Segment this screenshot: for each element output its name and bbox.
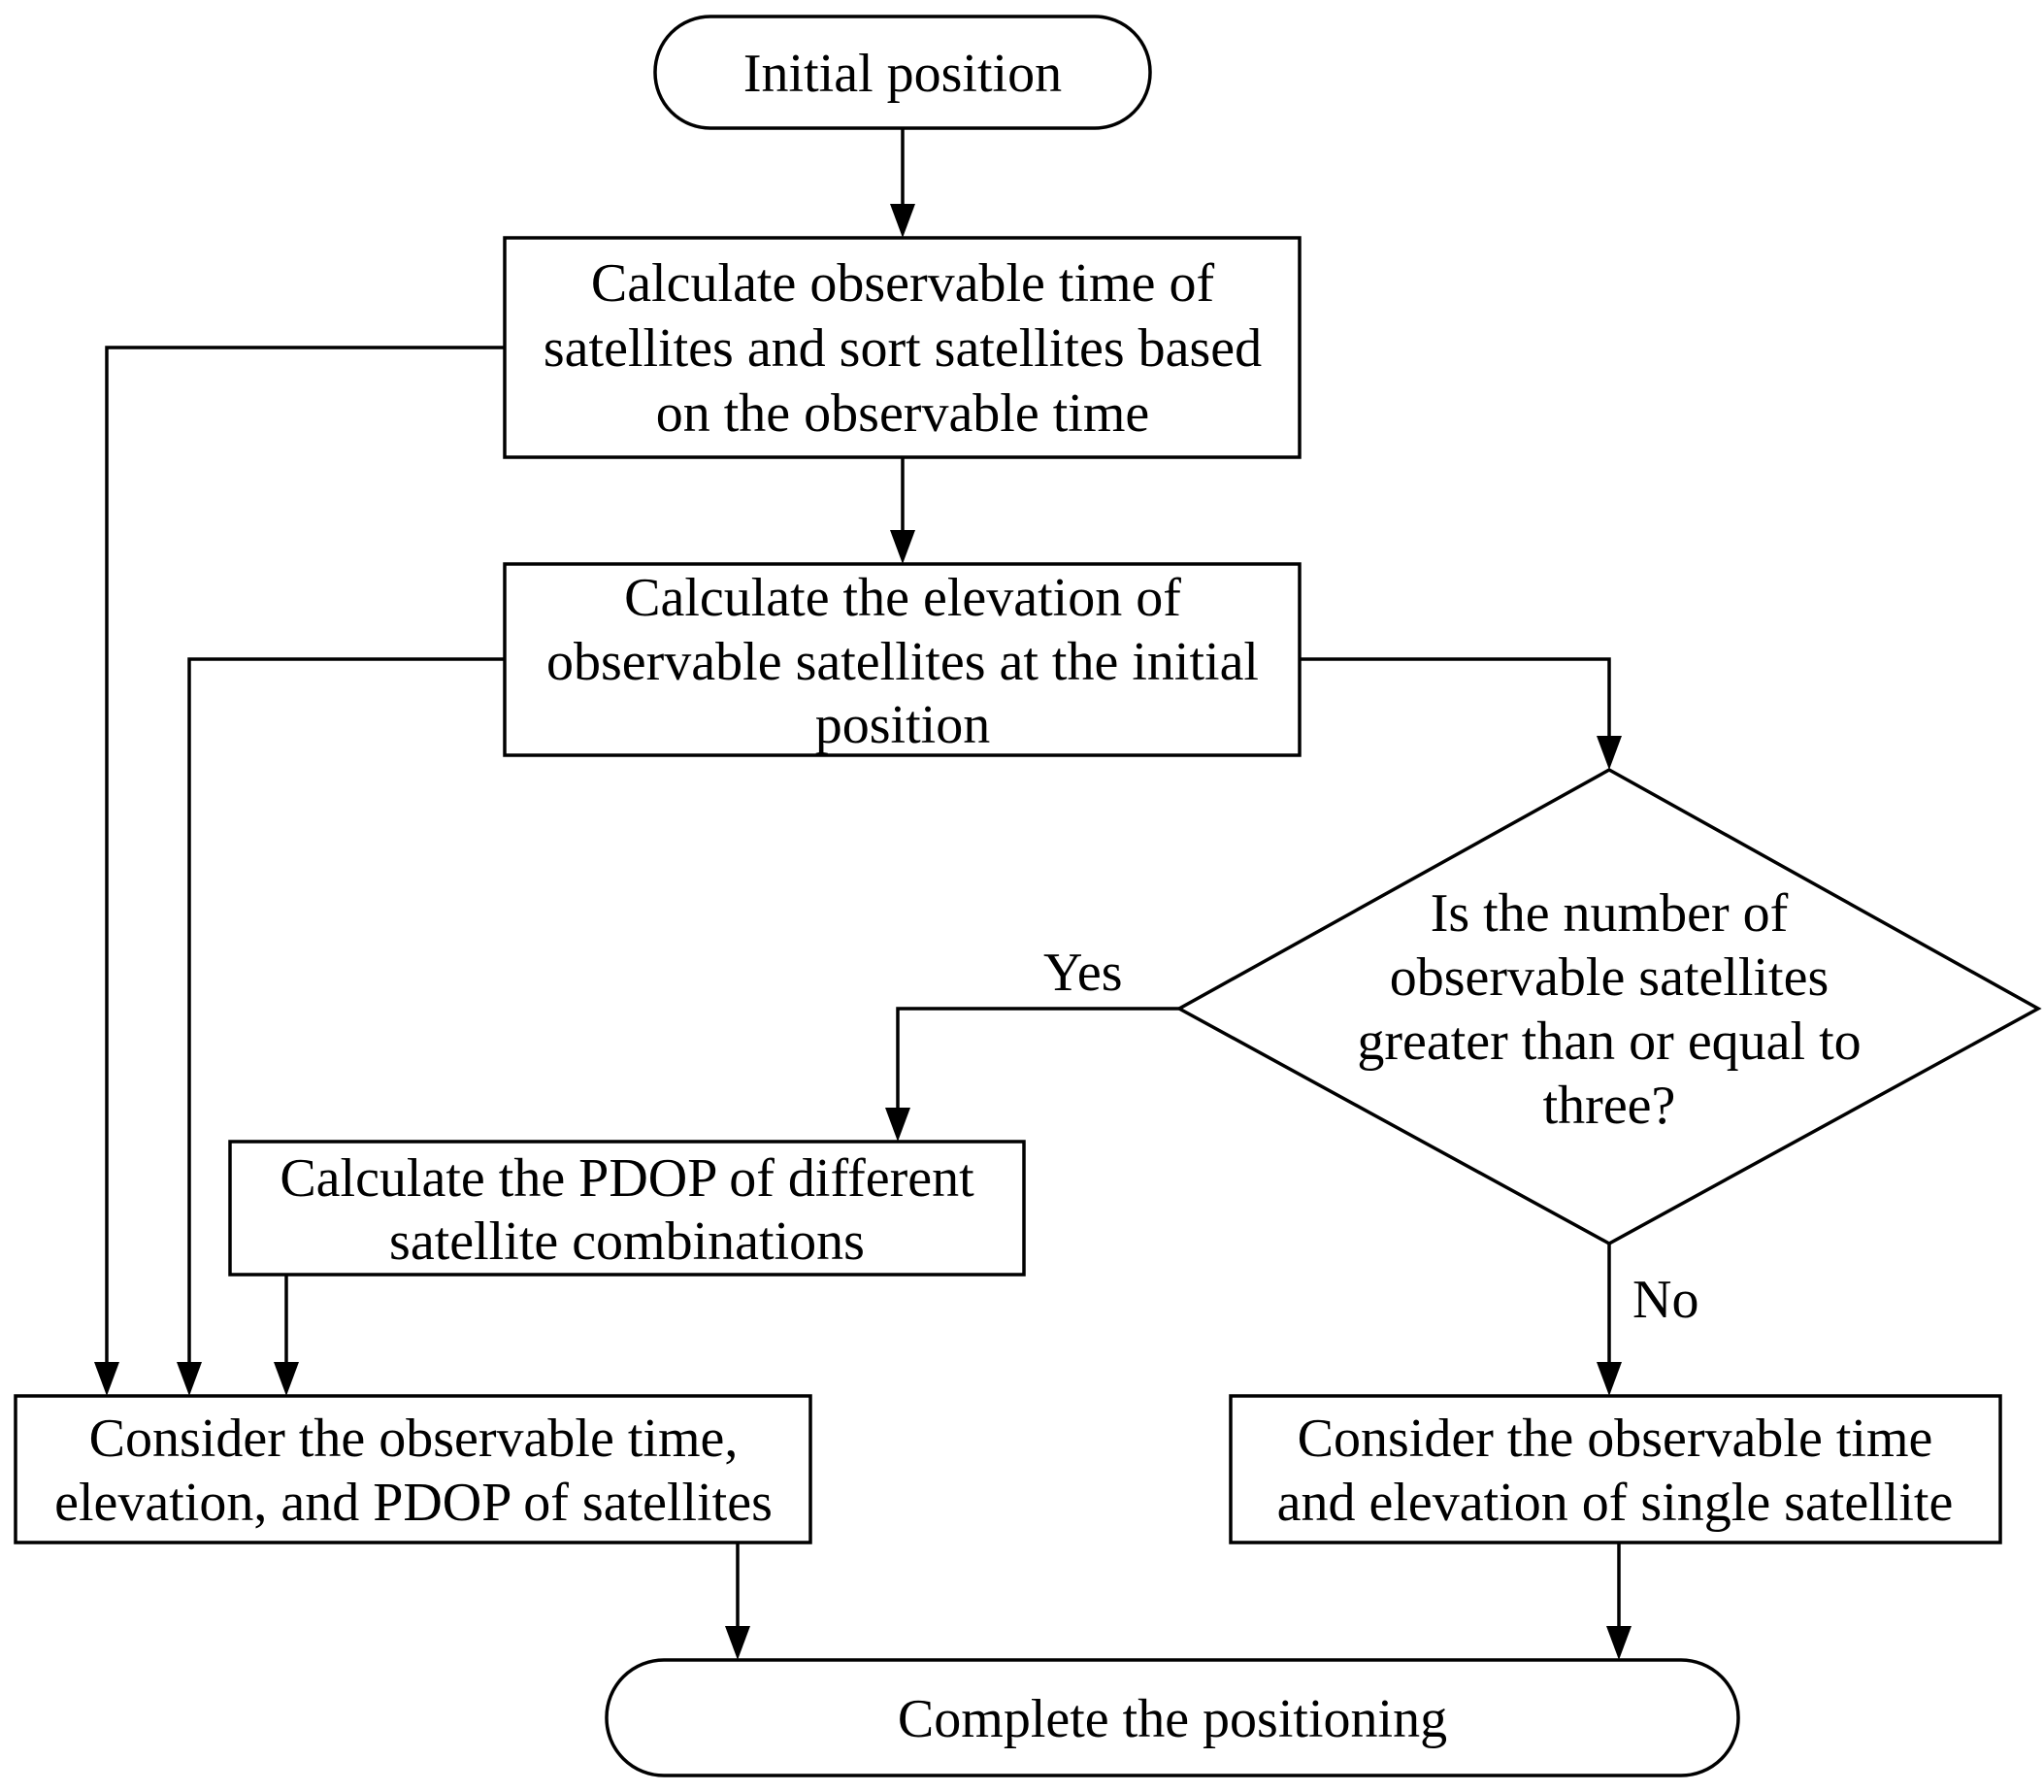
observable-time-line-1: Calculate observable time of (591, 253, 1215, 314)
connectors (94, 128, 1632, 1660)
arrowhead (890, 204, 915, 238)
arrowhead (1597, 736, 1622, 770)
arrowhead (890, 530, 915, 564)
end-terminal: Complete the positioning (605, 1658, 1740, 1777)
arrowhead (725, 1626, 750, 1660)
edge-elevation-to-consider-all (187, 657, 505, 1364)
yes-label: Yes (1043, 943, 1122, 1003)
edge-elevation-to-decision (1300, 657, 1611, 738)
start-label: Initial position (743, 44, 1062, 104)
consider-single-line-2: and elevation of single satellite (1277, 1473, 1954, 1533)
elevation-process: Calculate the elevation of observable sa… (503, 562, 1302, 757)
elevation-line-3: position (815, 695, 990, 755)
consider-single-process: Consider the observable time and elevati… (1229, 1394, 2002, 1544)
decision-line-1: Is the number of (1431, 883, 1789, 944)
decision-line-3: greater than or equal to (1357, 1012, 1861, 1072)
consider-all-process: Consider the observable time, elevation,… (14, 1394, 812, 1544)
start-terminal: Initial position (653, 15, 1152, 130)
consider-all-line-1: Consider the observable time, (89, 1409, 739, 1469)
consider-single-line-1: Consider the observable time (1298, 1409, 1933, 1469)
edge-observable-time-to-consider-all (105, 346, 505, 1364)
observable-time-line-2: satellites and sort satellites based (544, 318, 1262, 379)
edge-decision-yes-to-pdop (896, 1007, 1179, 1110)
observable-time-process: Calculate observable time of satellites … (503, 236, 1302, 459)
elevation-line-2: observable satellites at the initial (546, 632, 1259, 692)
arrowhead (94, 1362, 119, 1396)
satellite-count-decision: Is the number of observable satellites g… (1175, 767, 2042, 1245)
arrowhead (885, 1108, 910, 1142)
end-label: Complete the positioning (898, 1689, 1447, 1749)
arrowhead (274, 1362, 299, 1396)
arrowhead (1606, 1626, 1632, 1660)
pdop-line-1: Calculate the PDOP of different (280, 1148, 974, 1209)
arrowhead (1597, 1362, 1622, 1396)
pdop-process: Calculate the PDOP of different satellit… (228, 1140, 1026, 1277)
pdop-line-2: satellite combinations (389, 1211, 865, 1272)
observable-time-line-3: on the observable time (656, 383, 1150, 444)
decision-line-4: three? (1543, 1076, 1676, 1136)
consider-all-line-2: elevation, and PDOP of satellites (54, 1473, 773, 1533)
elevation-line-1: Calculate the elevation of (624, 568, 1181, 628)
decision-line-2: observable satellites (1390, 947, 1830, 1008)
arrowhead (177, 1362, 202, 1396)
no-label: No (1632, 1270, 1698, 1330)
